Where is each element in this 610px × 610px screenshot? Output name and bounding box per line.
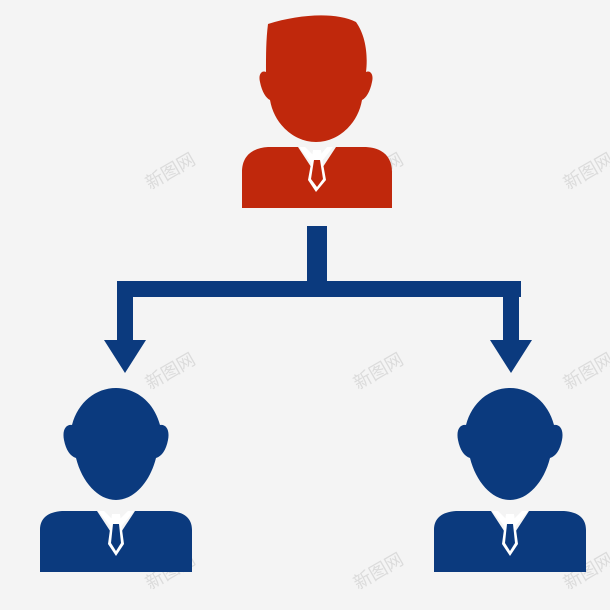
subordinate-right-tie: [505, 524, 515, 551]
connector-horizontal: [117, 281, 521, 297]
subordinate-left-head: [63, 388, 169, 500]
subordinate-right-head: [457, 388, 563, 500]
watermark-text: 新图网: [350, 349, 407, 394]
subordinate-right-collar: [492, 511, 528, 528]
manager-tie: [311, 160, 323, 187]
connector-stem: [307, 226, 327, 284]
connector-lines: [104, 226, 532, 373]
manager-collar: [299, 147, 333, 165]
watermark-text: 新图网: [142, 149, 199, 194]
watermark-text: 新图网: [560, 149, 610, 194]
watermark-text: 新图网: [142, 349, 199, 394]
subordinate-right-person-icon: [434, 388, 586, 572]
subordinate-left-tie: [111, 524, 121, 551]
subordinate-left-person-icon: [40, 388, 192, 572]
manager-person-icon: [242, 15, 392, 208]
watermark-text: 新图网: [350, 549, 407, 594]
watermark-text: 新图网: [560, 349, 610, 394]
manager-head: [259, 15, 373, 143]
subordinate-left-collar: [98, 511, 134, 528]
connector-right-drop: [503, 281, 519, 343]
arrowhead-right-icon: [490, 340, 532, 373]
arrowhead-left-icon: [104, 340, 146, 373]
connector-left-drop: [117, 281, 133, 343]
